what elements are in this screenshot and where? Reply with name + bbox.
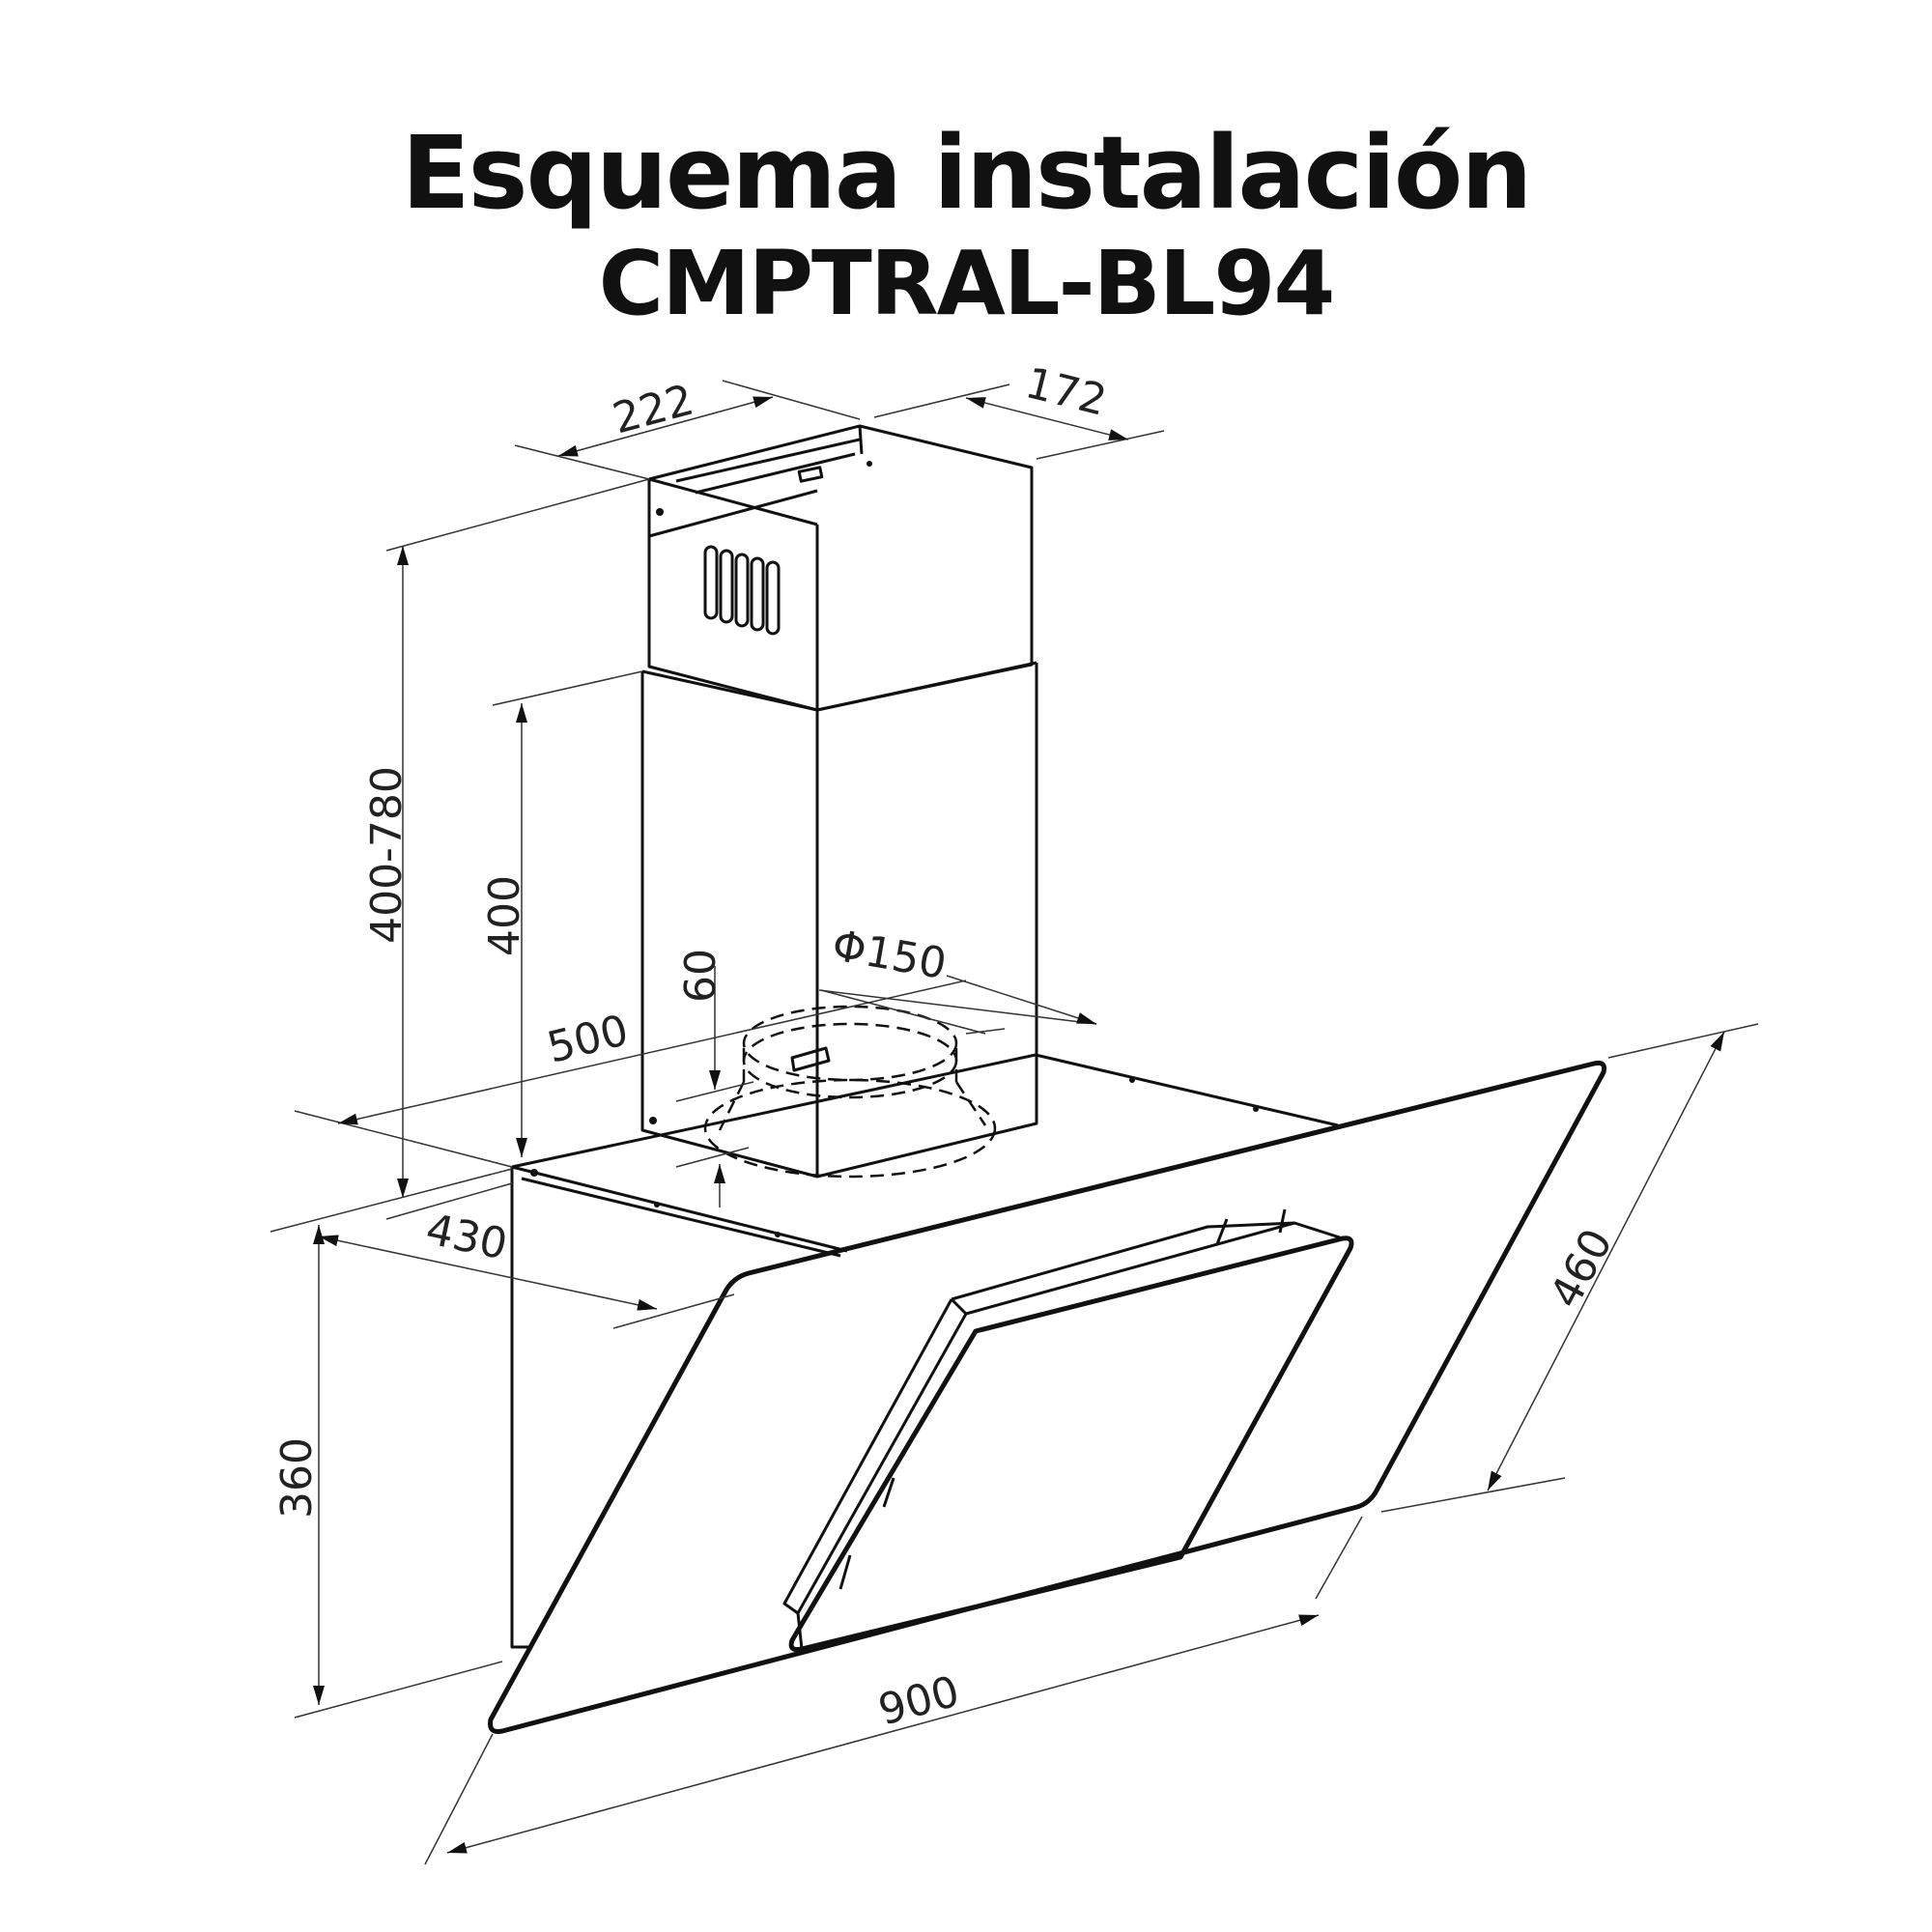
dimension-lines [270,380,1759,1865]
dim-900-label: 900 [873,1666,964,1735]
screw-icon [656,508,664,516]
dim-phi150-label: Φ150 [829,921,951,989]
dim-430-label: 430 [422,1205,512,1269]
dim-460-label: 460 [1541,1221,1622,1316]
upper-chimney [647,424,1034,712]
dim-60-label: 60 [676,949,725,1003]
screw-icon [867,461,872,467]
diagram-title: Esquema instalación [401,114,1533,232]
vent-slots-icon [703,545,781,636]
dim-400-label: 400 [480,875,529,956]
air-outlet [703,1005,997,1179]
glass-panel [488,1060,1606,1734]
filter-panel [782,1208,1354,1653]
hood-body [510,1053,1339,1649]
model-name: CMPTRAL-BL94 [598,232,1336,335]
dim-500-label: 500 [543,1006,634,1073]
lower-chimney [640,661,1038,1179]
dim-360-label: 360 [272,1437,322,1519]
dim-222-label: 222 [608,375,698,443]
dim-400-780-label: 400-780 [362,766,412,944]
